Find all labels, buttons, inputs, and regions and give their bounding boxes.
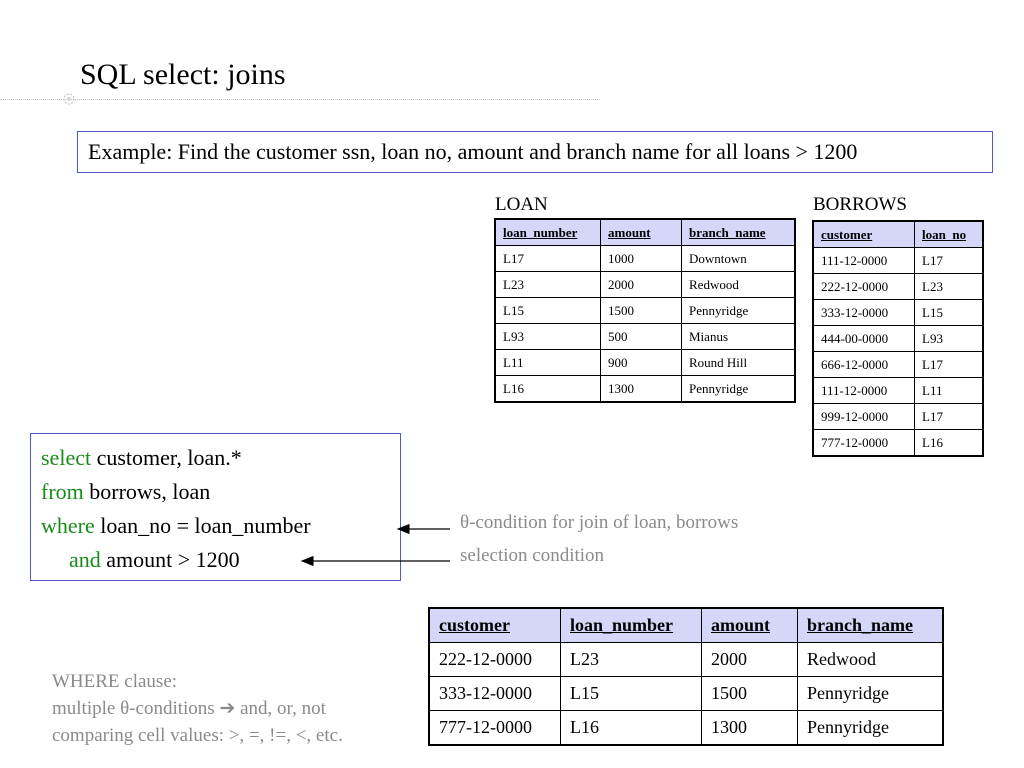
result-row-cell: 222-12-0000 [428, 642, 561, 677]
loan-header-amount: amount [600, 218, 682, 246]
result-row-cell: 333-12-0000 [428, 676, 561, 711]
keyword-from: from [41, 479, 84, 504]
borrows-row-cell: 777-12-0000 [812, 429, 915, 457]
loan-row-cell: L15 [494, 297, 601, 324]
borrows-row-cell: 111-12-0000 [812, 377, 915, 404]
title-divider [0, 99, 600, 100]
loan-row-cell: Round Hill [681, 349, 796, 376]
loan-table-label: LOAN [495, 194, 548, 215]
result-row-cell: L15 [560, 676, 702, 711]
result-row-cell: 1500 [701, 676, 798, 711]
borrows-row-cell: 222-12-0000 [812, 273, 915, 300]
loan-row-cell: 1300 [600, 375, 682, 403]
loan-row-cell: 900 [600, 349, 682, 376]
loan-row-cell: Pennyridge [681, 297, 796, 324]
borrows-header-customer: customer [812, 220, 915, 248]
example-statement: Example: Find the customer ssn, loan no,… [77, 131, 993, 173]
query-line-from: from borrows, loan [41, 475, 400, 509]
result-header-amount: amount [701, 607, 798, 643]
and-clause: amount > 1200 [100, 547, 240, 572]
borrows-row-cell: 666-12-0000 [812, 351, 915, 378]
keyword-and: and [69, 547, 101, 572]
result-row-cell: 777-12-0000 [428, 710, 561, 746]
selection-condition-note: selection condition [460, 545, 605, 566]
borrows-row-cell: L17 [914, 403, 984, 430]
loan-row-cell: Mianus [681, 323, 796, 350]
borrows-row-cell: 444-00-0000 [812, 325, 915, 352]
borrows-row-cell: L16 [914, 429, 984, 457]
where-note-line-3: comparing cell values: >, =, !=, <, etc. [52, 725, 343, 746]
result-row-cell: Pennyridge [797, 710, 944, 746]
loan-row-cell: L17 [494, 245, 601, 272]
borrows-row-cell: L11 [914, 377, 984, 404]
loan-row-cell: 500 [600, 323, 682, 350]
result-row-cell: Redwood [797, 642, 944, 677]
loan-row-cell: Pennyridge [681, 375, 796, 403]
borrows-row-cell: 111-12-0000 [812, 247, 915, 274]
borrows-table-label: BORROWS [813, 194, 907, 215]
select-clause: customer, loan.* [91, 445, 242, 470]
result-row-cell: 2000 [701, 642, 798, 677]
result-header-loan-number: loan_number [560, 607, 702, 643]
borrows-row-cell: L15 [914, 299, 984, 326]
sql-query-box: select customer, loan.* from borrows, lo… [30, 433, 401, 581]
result-row-cell: L16 [560, 710, 702, 746]
decorative-gear-icon [63, 93, 75, 105]
where-note-line-1: WHERE clause: [52, 671, 178, 692]
query-line-where: where loan_no = loan_number [41, 509, 400, 543]
where-note-line-2: multiple θ-conditions ➔ and, or, not [52, 698, 326, 719]
borrows-row-cell: 999-12-0000 [812, 403, 915, 430]
result-header-customer: customer [428, 607, 561, 643]
result-row-cell: L23 [560, 642, 702, 677]
theta-condition-note: θ-condition for join of loan, borrows [460, 512, 739, 533]
borrows-row-cell: L23 [914, 273, 984, 300]
loan-row-cell: Downtown [681, 245, 796, 272]
loan-row-cell: L11 [494, 349, 601, 376]
from-clause: borrows, loan [83, 479, 211, 504]
where-clause: loan_no = loan_number [94, 513, 311, 538]
query-line-and: and amount > 1200 [41, 543, 400, 577]
query-line-select: select customer, loan.* [41, 441, 400, 475]
loan-row-cell: Redwood [681, 271, 796, 298]
result-header-branch-name: branch_name [797, 607, 944, 643]
borrows-header-loan-no: loan_no [914, 220, 984, 248]
loan-header-branch-name: branch_name [681, 218, 796, 246]
borrows-row-cell: L93 [914, 325, 984, 352]
keyword-where: where [41, 513, 95, 538]
result-row-cell: 1300 [701, 710, 798, 746]
borrows-row-cell: 333-12-0000 [812, 299, 915, 326]
keyword-select: select [41, 445, 92, 470]
slide-title: SQL select: joins [80, 58, 286, 91]
loan-row-cell: L16 [494, 375, 601, 403]
result-row-cell: Pennyridge [797, 676, 944, 711]
result-table: customer loan_number amount branch_name … [428, 607, 944, 746]
where-clause-note: WHERE clause: multiple θ-conditions ➔ an… [52, 668, 343, 749]
